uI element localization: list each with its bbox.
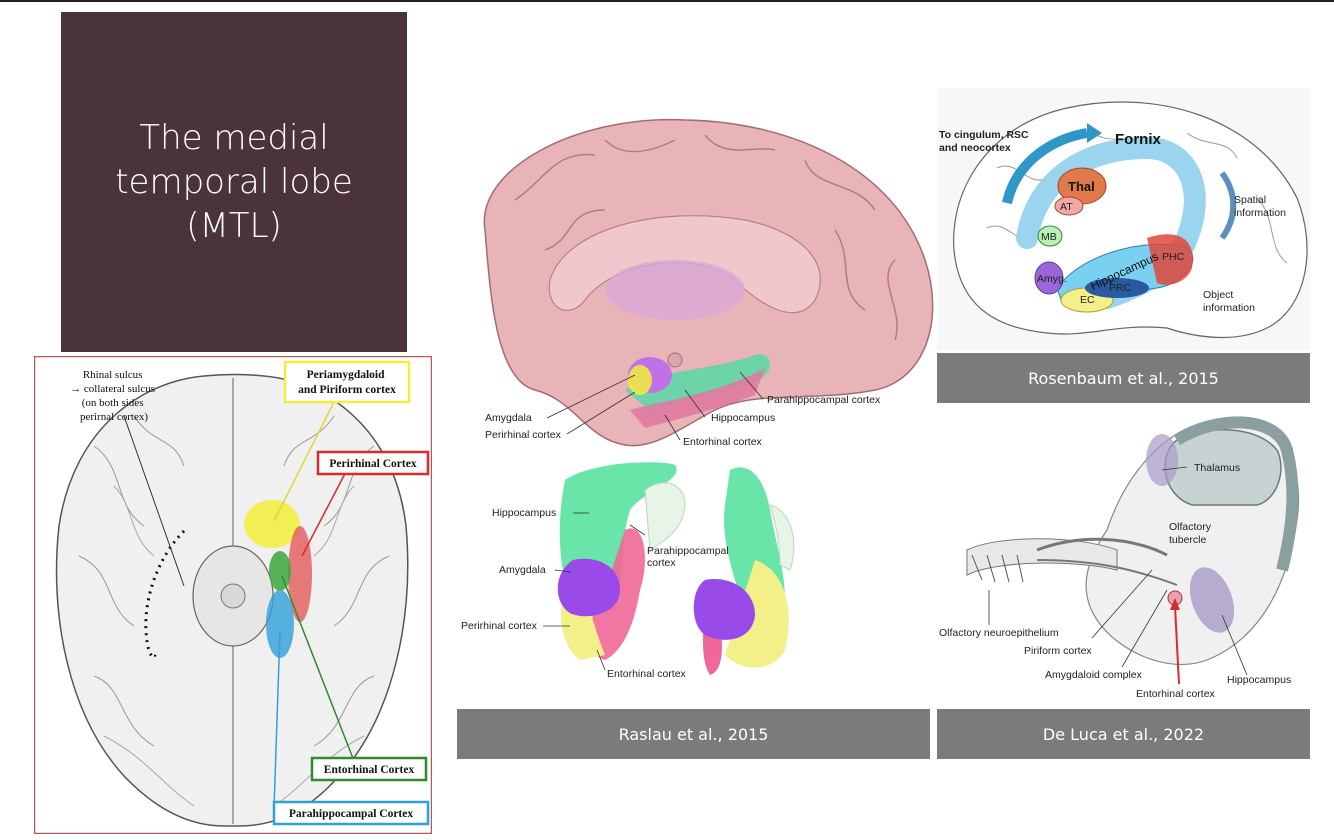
deluca-piriform: Piriform cortex [1024, 645, 1092, 657]
rhinal-note: Rhinal sulcus → collateral sulcus (on bo… [70, 369, 158, 423]
title-box: The medial temporal lobe (MTL) [61, 12, 407, 352]
rosenbaum-at: AT [1060, 201, 1073, 213]
entorhinal-region [269, 551, 291, 591]
raslau-hippocampus-bottom: Hippocampus [492, 507, 556, 519]
rosenbaum-ec: EC [1080, 294, 1095, 306]
rosenbaum-caption: Rosenbaum et al., 2015 [937, 353, 1310, 403]
slide-title: The medial temporal lobe (MTL) [115, 118, 353, 246]
raslau-amygdala-top: Amygdala [485, 412, 532, 424]
perirhinal-label: Perirhinal Cortex [329, 458, 416, 470]
ventral-brain-figure: Rhinal sulcus → collateral sulcus (on bo… [34, 356, 432, 834]
entorhinal-label: Entorhinal Cortex [324, 764, 415, 776]
raslau-entorhinal-top: Entorhinal cortex [683, 436, 763, 448]
rosenbaum-amyg: Amyg. [1037, 273, 1067, 285]
periamygdaloid-region [244, 500, 300, 548]
rosenbaum-spatial: Spatial information [1234, 194, 1286, 219]
deluca-figure: Thalamus Olfactory tubercle Olfactory ne… [937, 410, 1310, 704]
rosenbaum-thal: Thal [1068, 179, 1095, 194]
rosenbaum-cingulum-note: To cingulum, RSC and neocortex [939, 129, 1032, 154]
rosenbaum-figure: To cingulum, RSC and neocortex Fornix Th… [937, 88, 1310, 350]
periamygdaloid-label: Periamygdaloid and Piriform cortex [298, 369, 396, 396]
raslau-perirhinal-bottom: Perirhinal cortex [461, 620, 538, 632]
raslau-entorhinal-bottom: Entorhinal cortex [607, 668, 687, 680]
parahippocampal-label: Parahippocampal Cortex [289, 808, 414, 820]
deluca-thalamus: Thalamus [1194, 462, 1240, 474]
deluca-entorhinal: Entorhinal cortex [1136, 688, 1216, 700]
raslau-perirhinal-top: Perirhinal cortex [485, 429, 562, 441]
rosenbaum-phc: PHC [1162, 251, 1185, 263]
rosenbaum-object: Object information [1203, 289, 1255, 314]
deluca-amygdaloid: Amygdaloid complex [1045, 669, 1143, 681]
raslau-hippocampus-top: Hippocampus [711, 412, 775, 424]
deluca-neuroepithelium: Olfactory neuroepithelium [939, 627, 1059, 639]
rosenbaum-fornix: Fornix [1115, 131, 1161, 148]
top-rule [0, 0, 1334, 2]
rosenbaum-mb: MB [1041, 231, 1057, 243]
deluca-hippocampus: Hippocampus [1227, 674, 1291, 686]
deluca-caption: De Luca et al., 2022 [937, 709, 1310, 759]
raslau-caption: Raslau et al., 2015 [457, 709, 930, 759]
raslau-figure: Amygdala Perirhinal cortex Entorhinal co… [455, 110, 935, 700]
raslau-parahippocampal-bottom: Parahippocampal cortex [647, 545, 732, 569]
deluca-olfactory-tubercle: Olfactory tubercle [1169, 521, 1214, 546]
perirhinal-region [288, 526, 312, 622]
rosenbaum-prc: PRC [1109, 282, 1132, 294]
raslau-amygdala-bottom: Amygdala [499, 564, 546, 576]
parahippocampal-region [266, 590, 294, 658]
raslau-parahippocampal-top: Parahippocampal cortex [767, 394, 881, 406]
